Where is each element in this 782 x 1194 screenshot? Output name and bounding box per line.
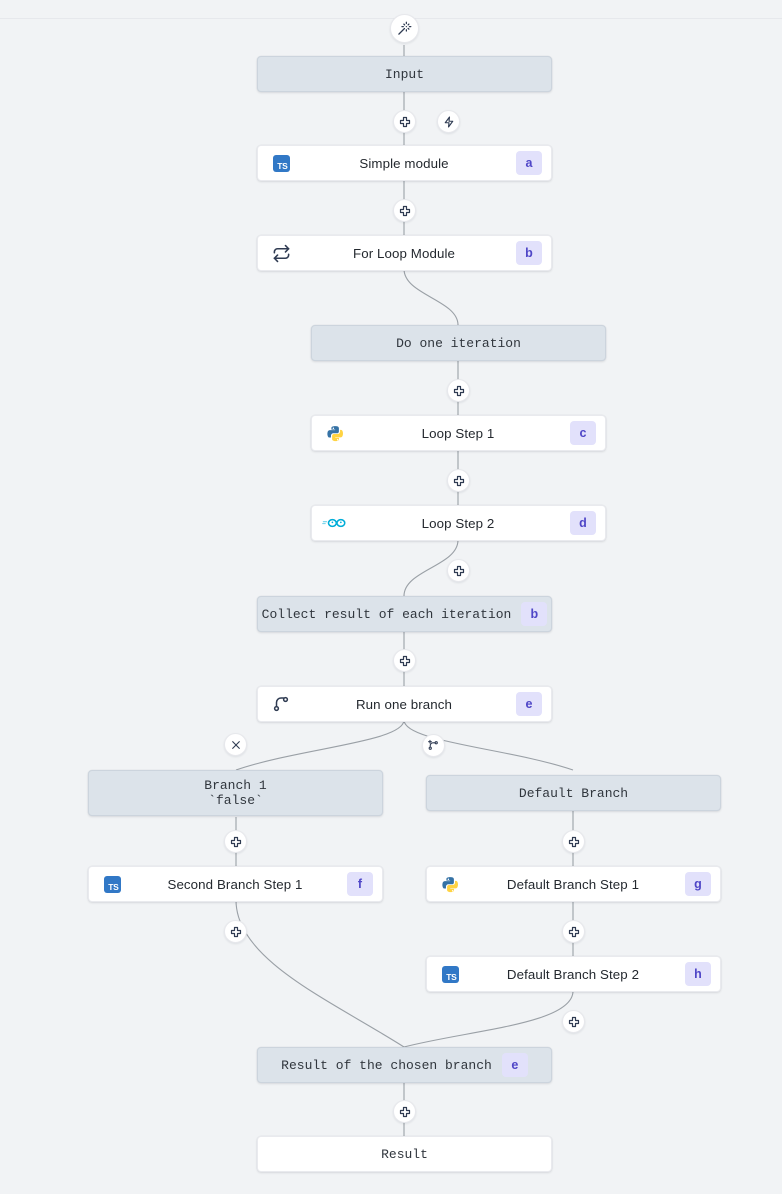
add-step-in-loop[interactable] — [447, 379, 470, 402]
node-for-loop-module-badge: b — [516, 241, 542, 265]
node-run-one-branch-label: Run one branch — [355, 696, 453, 712]
node-branch-1-label: Branch 1 `false` — [204, 778, 267, 808]
node-second-branch-step-1[interactable]: TS Second Branch Step 1 f — [88, 866, 383, 902]
node-result-of-chosen-branch-label: Result of the chosen branch — [281, 1057, 492, 1073]
node-loop-step-2-label: Loop Step 2 — [421, 515, 495, 531]
plus-icon — [230, 836, 242, 848]
plus-icon — [399, 1106, 411, 1118]
node-result-label: Result — [381, 1146, 428, 1162]
plus-icon — [453, 385, 465, 397]
typescript-icon: TS — [435, 963, 465, 985]
node-for-loop-module[interactable]: For Loop Module b — [257, 235, 552, 271]
add-step-after-second-branch-step-1[interactable] — [224, 920, 247, 943]
node-input-label: Input — [384, 66, 424, 82]
node-run-one-branch-badge: e — [516, 692, 542, 716]
node-result[interactable]: Result — [257, 1136, 552, 1172]
python-icon — [435, 873, 465, 895]
close-icon — [231, 740, 241, 750]
node-default-branch-step-1-label: Default Branch Step 1 — [506, 876, 640, 892]
node-collect-result-label: Collect result of each iteration — [261, 606, 512, 622]
node-default-branch-step-1-badge: g — [685, 872, 711, 896]
add-step-in-branch-1[interactable] — [224, 830, 247, 853]
magic-wand-icon — [397, 21, 412, 36]
plus-icon — [568, 836, 580, 848]
typescript-icon: TS — [97, 873, 127, 895]
plus-icon — [453, 565, 465, 577]
toolbar-divider — [0, 18, 782, 19]
typescript-icon: TS — [266, 152, 296, 174]
node-do-one-iteration[interactable]: Do one iteration — [311, 325, 606, 361]
node-do-one-iteration-label: Do one iteration — [396, 335, 521, 351]
node-loop-step-1[interactable]: Loop Step 1 c — [311, 415, 606, 451]
add-step-after-collect-result[interactable] — [393, 649, 416, 672]
node-collect-result[interactable]: Collect result of each iteration b — [257, 596, 552, 632]
node-simple-module-badge: a — [516, 151, 542, 175]
add-branch-icon — [427, 739, 440, 752]
add-step-in-default-branch[interactable] — [562, 830, 585, 853]
plus-icon — [568, 926, 580, 938]
node-default-branch-label: Default Branch — [518, 785, 629, 801]
add-step-after-default-branch-step-1[interactable] — [562, 920, 585, 943]
plus-icon — [230, 926, 242, 938]
node-collect-result-badge: b — [521, 602, 548, 626]
plus-icon — [568, 1016, 580, 1028]
ai-magic-wand-button[interactable] — [390, 14, 419, 43]
plus-icon — [399, 116, 411, 128]
add-step-after-loop-step-1[interactable] — [447, 469, 470, 492]
node-second-branch-step-1-badge: f — [347, 872, 373, 896]
python-icon — [320, 422, 350, 444]
add-step-after-loop-step-2[interactable] — [447, 559, 470, 582]
lightning-icon — [443, 115, 455, 128]
branch-icon — [266, 693, 296, 715]
node-default-branch-step-2[interactable]: TS Default Branch Step 2 h — [426, 956, 721, 992]
node-run-one-branch[interactable]: Run one branch e — [257, 686, 552, 722]
node-branch-1[interactable]: Branch 1 `false` — [88, 770, 383, 816]
node-loop-step-1-badge: c — [570, 421, 596, 445]
node-result-of-chosen-branch[interactable]: Result of the chosen branch e — [257, 1047, 552, 1083]
add-step-after-result-of-chosen-branch[interactable] — [393, 1100, 416, 1123]
node-default-branch-step-2-label: Default Branch Step 2 — [506, 966, 640, 982]
delete-branch-1[interactable] — [224, 733, 247, 756]
node-simple-module-label: Simple module — [359, 155, 449, 171]
node-loop-step-2-badge: d — [570, 511, 596, 535]
node-second-branch-step-1-label: Second Branch Step 1 — [167, 876, 303, 892]
node-default-branch-step-1[interactable]: Default Branch Step 1 g — [426, 866, 721, 902]
plus-icon — [453, 475, 465, 487]
node-input[interactable]: Input — [257, 56, 552, 92]
loop-icon — [266, 242, 296, 264]
node-loop-step-1-label: Loop Step 1 — [421, 425, 495, 441]
add-step-after-default-branch-step-2[interactable] — [562, 1010, 585, 1033]
add-trigger-after-input[interactable] — [437, 110, 460, 133]
go-icon — [320, 512, 350, 534]
node-simple-module[interactable]: TS Simple module a — [257, 145, 552, 181]
node-result-of-chosen-branch-badge: e — [501, 1053, 528, 1077]
node-for-loop-module-label: For Loop Module — [352, 245, 456, 261]
plus-icon — [399, 205, 411, 217]
node-loop-step-2[interactable]: Loop Step 2 d — [311, 505, 606, 541]
add-step-after-simple-module[interactable] — [393, 199, 416, 222]
node-default-branch-step-2-badge: h — [685, 962, 711, 986]
add-branch[interactable] — [422, 734, 445, 757]
add-step-after-input[interactable] — [393, 110, 416, 133]
plus-icon — [399, 655, 411, 667]
node-default-branch[interactable]: Default Branch — [426, 775, 721, 811]
